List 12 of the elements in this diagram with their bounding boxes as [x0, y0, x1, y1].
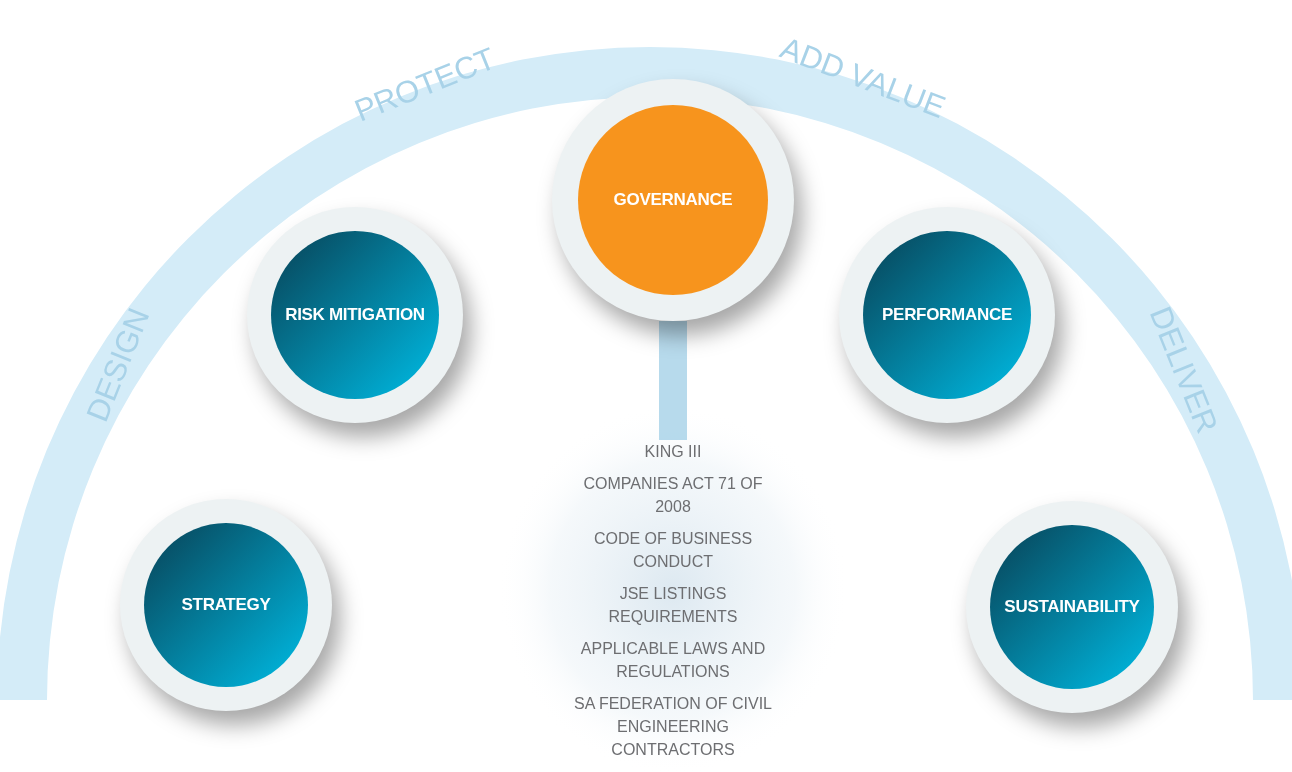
list-item: CODE OF BUSINESS CONDUCT — [592, 529, 754, 572]
connector-bar — [659, 321, 687, 440]
node-label: GOVERNANCE — [613, 190, 733, 210]
node-label: SUSTAINABILITY — [1004, 597, 1140, 617]
list-item: KING III — [644, 442, 702, 462]
list-item: COMPANIES ACT 71 OF 2008 — [582, 474, 764, 517]
node-label: STRATEGY — [181, 595, 271, 615]
node-label: RISK MITIGATION — [285, 305, 425, 325]
node-label: PERFORMANCE — [882, 305, 1012, 325]
list-item: SA FEDERATION OF CIVIL ENGINEERING CONTRACTORS — [573, 694, 773, 760]
list-item: APPLICABLE LAWS AND REGULATIONS — [579, 639, 767, 682]
list-item: JSE LISTINGS REQUIREMENTS — [607, 584, 739, 627]
